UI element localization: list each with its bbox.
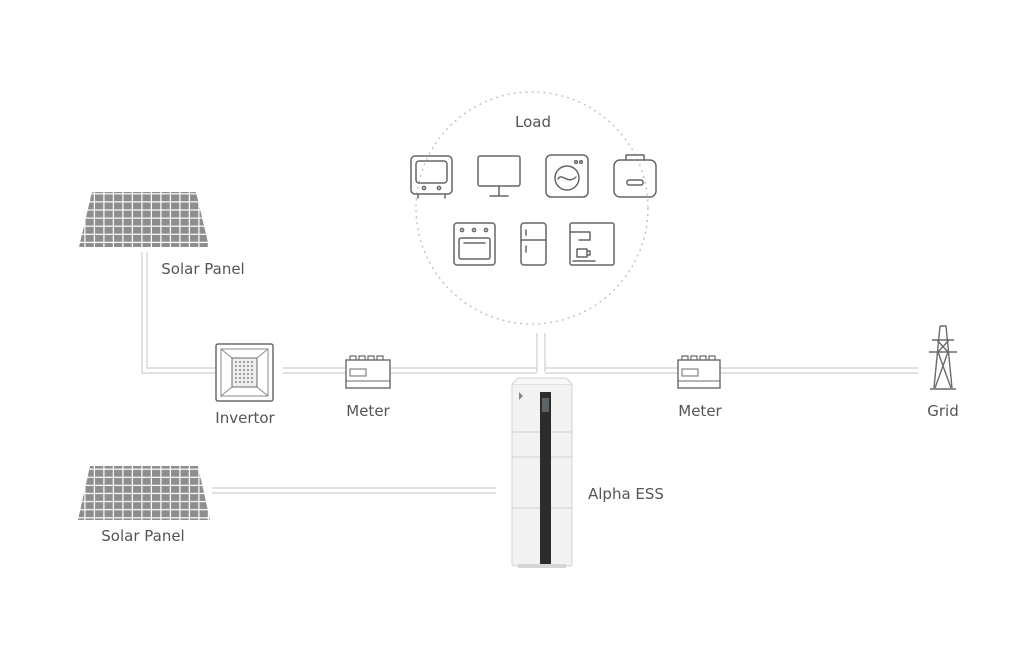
solar-panel-top [79,192,209,247]
solar-panel-top-label: Solar Panel [161,260,244,278]
connection-lines [141,252,918,494]
grid-tower-icon [929,325,957,390]
alpha-ess-unit [511,377,573,568]
meter-left-icon [345,355,391,389]
tv-icon [410,155,453,199]
grid-label: Grid [927,402,958,420]
meter-left-label: Meter [346,402,390,420]
meter-right-icon [677,355,721,389]
solar-panel-bottom [78,466,210,520]
load-label: Load [515,113,551,131]
invertor-label: Invertor [215,409,275,427]
alpha-ess-label: Alpha ESS [588,485,664,503]
microwave-icon [613,154,657,198]
invertor-icon [215,343,274,402]
load-boundary-circle [415,91,649,325]
washing-machine-icon [545,154,589,198]
meter-right-label: Meter [678,402,722,420]
solar-panel-bottom-label: Solar Panel [101,527,184,545]
oven-icon [453,222,496,266]
fridge-icon [520,222,547,266]
monitor-icon [477,155,521,197]
coffee-machine-icon [569,222,615,266]
